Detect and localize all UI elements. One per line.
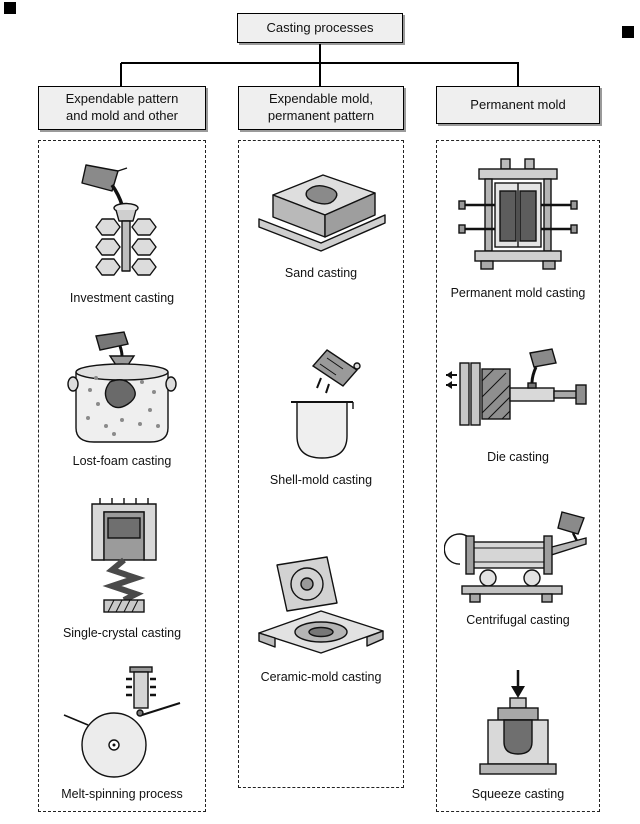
connector-line — [517, 63, 519, 87]
category-label-line: permanent pattern — [267, 107, 375, 123]
process-caption: Sand casting — [284, 266, 358, 280]
item-sand-casting: Sand casting — [251, 157, 391, 280]
process-caption: Melt-spinning process — [61, 786, 183, 801]
process-caption: Squeeze casting — [471, 786, 565, 801]
process-caption: Centrifugal casting — [466, 613, 570, 628]
category-expendable-mold-permanent-pattern: Expendable mold, permanent pattern — [238, 86, 404, 130]
process-caption: Shell-mold casting — [269, 473, 373, 487]
permanent-mold-casting-icon — [455, 157, 580, 282]
investment-casting-icon — [72, 157, 172, 287]
squeeze-casting-icon — [466, 668, 571, 783]
root-node-label: Casting processes — [266, 19, 374, 35]
category-expendable-pattern-and-mold: Expendable pattern and mold and other — [38, 86, 206, 130]
scan-mark — [4, 2, 16, 14]
single-crystal-casting-icon — [72, 494, 172, 622]
centrifugal-casting-icon — [444, 504, 592, 609]
connector-line — [120, 63, 122, 87]
root-node-casting-processes: Casting processes — [237, 13, 403, 43]
process-caption: Permanent mold casting — [450, 286, 586, 300]
connector-line — [319, 44, 321, 63]
shell-mold-casting-icon — [269, 344, 374, 469]
sand-casting-icon — [251, 157, 391, 262]
melt-spinning-icon — [62, 665, 182, 783]
item-die-casting: Die casting — [444, 341, 592, 464]
item-ceramic-mold-casting: Ceramic-mold casting — [251, 551, 391, 684]
column-expendable-mold-permanent-pattern: Sand casting Shell-mold casting — [238, 140, 404, 788]
item-melt-spinning: Melt-spinning process — [61, 665, 183, 801]
process-caption: Investment casting — [69, 291, 175, 305]
lost-foam-casting-icon — [62, 330, 182, 450]
item-investment-casting: Investment casting — [70, 157, 174, 305]
item-centrifugal-casting: Centrifugal casting — [444, 504, 592, 627]
process-caption: Single-crystal casting — [62, 625, 182, 640]
item-lost-foam-casting: Lost-foam casting — [62, 330, 182, 468]
process-caption: Ceramic-mold casting — [260, 670, 382, 684]
item-squeeze-casting: Squeeze casting — [466, 668, 571, 801]
ceramic-mold-casting-icon — [251, 551, 391, 666]
die-casting-icon — [444, 341, 592, 446]
item-single-crystal-casting: Single-crystal casting — [63, 494, 181, 640]
column-expendable-pattern-and-mold: Investment casting — [38, 140, 206, 812]
process-caption: Lost-foam casting — [72, 454, 172, 469]
process-caption: Die casting — [487, 449, 549, 464]
category-permanent-mold: Permanent mold — [436, 86, 600, 124]
category-label-line: Expendable pattern — [65, 91, 179, 106]
item-shell-mold-casting: Shell-mold casting — [269, 344, 374, 487]
connector-line — [319, 63, 321, 87]
item-permanent-mold-casting: Permanent mold casting — [450, 157, 586, 300]
category-label-line: and mold and other — [65, 107, 179, 123]
scan-mark — [622, 26, 634, 38]
category-label-line: Expendable mold, — [268, 91, 374, 106]
category-label-line: Permanent mold — [470, 96, 566, 112]
column-permanent-mold: Permanent mold casting — [436, 140, 600, 812]
